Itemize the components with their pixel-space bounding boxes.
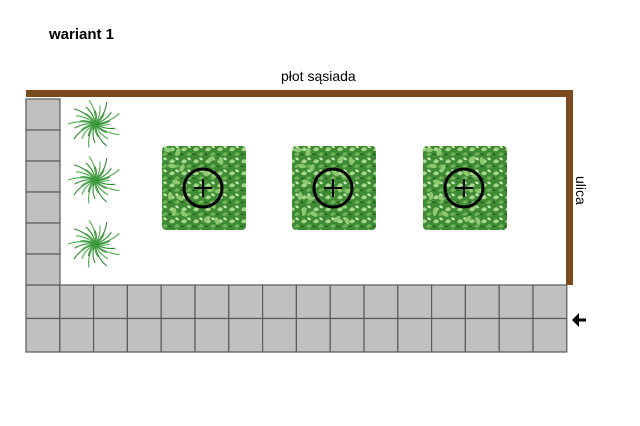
grass-plants xyxy=(67,99,120,268)
circle-plus-icon xyxy=(312,167,354,209)
paving-tile xyxy=(126,317,162,353)
street-label: ulica xyxy=(573,176,589,205)
side-paving-tile xyxy=(25,253,61,286)
paving-tile xyxy=(59,317,95,353)
paving-tile xyxy=(262,284,298,320)
paving-tile xyxy=(25,317,61,353)
paving-tile xyxy=(397,317,433,353)
shrub-bed xyxy=(423,146,507,230)
paving-tile xyxy=(431,317,467,353)
paving-tile xyxy=(397,284,433,320)
street-fence xyxy=(566,90,573,285)
paving-tile xyxy=(295,317,331,353)
paving-tile xyxy=(464,284,500,320)
paving-tile xyxy=(464,317,500,353)
grass-plant-icon xyxy=(67,155,120,204)
paving-tile xyxy=(228,284,264,320)
neighbour-fence-label: płot sąsiada xyxy=(281,68,356,84)
paving-tile xyxy=(329,317,365,353)
paving-tile xyxy=(431,284,467,320)
side-paving-tile xyxy=(25,222,61,255)
paving-tile xyxy=(160,284,196,320)
paving xyxy=(25,98,568,353)
paving-tile xyxy=(532,317,568,353)
neighbour-fence xyxy=(26,90,566,97)
paving-tile xyxy=(160,317,196,353)
side-paving-tile xyxy=(25,129,61,162)
grass-plant-icon xyxy=(67,219,120,268)
circle-plus-icon xyxy=(182,167,224,209)
paving-tile xyxy=(92,317,128,353)
paving-tile xyxy=(25,284,61,320)
paving-tile xyxy=(532,284,568,320)
circle-plus-icon xyxy=(443,167,485,209)
shrub-bed xyxy=(292,146,376,230)
grass-plant-icon xyxy=(67,99,120,148)
side-paving-tile xyxy=(25,191,61,224)
shrub-bed xyxy=(162,146,246,230)
paving-tile xyxy=(498,284,534,320)
paving-tile xyxy=(329,284,365,320)
side-paving-tile xyxy=(25,98,61,131)
paving-tile xyxy=(92,284,128,320)
paving-tile xyxy=(262,317,298,353)
paving-tile xyxy=(498,317,534,353)
shrub-beds xyxy=(162,146,507,230)
arrow-left-icon xyxy=(572,313,586,327)
paving-tile xyxy=(295,284,331,320)
page-title: wariant 1 xyxy=(49,26,115,43)
paving-tile xyxy=(363,284,399,320)
paving-tile xyxy=(59,284,95,320)
paving-tile xyxy=(228,317,264,353)
paving-tile xyxy=(194,317,230,353)
paving-tile xyxy=(363,317,399,353)
paving-tile xyxy=(194,284,230,320)
paving-tile xyxy=(126,284,162,320)
side-paving-tile xyxy=(25,160,61,193)
